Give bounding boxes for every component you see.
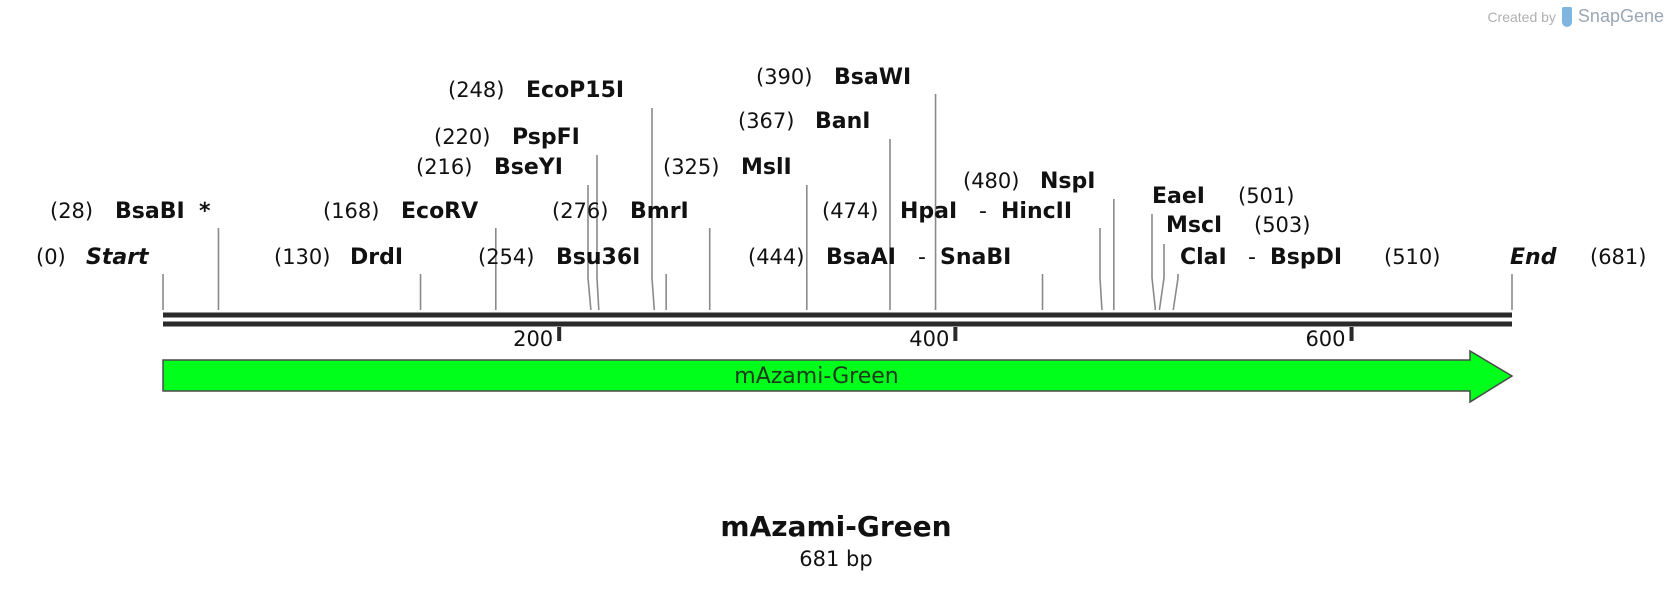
snapgene-brand: SnapGene <box>1577 6 1664 26</box>
site-position: (28) <box>50 199 93 223</box>
site-enzyme-name[interactable]: Bsu36I <box>556 245 640 270</box>
site-leader-line <box>596 155 600 311</box>
site-enzyme-name[interactable]: HpaI <box>900 199 957 224</box>
site-separator: - <box>979 199 987 224</box>
site-enzyme-name[interactable]: MscI <box>1166 213 1222 238</box>
site-enzyme-name[interactable]: Start <box>86 245 150 270</box>
site-position: (276) <box>552 199 608 223</box>
site-separator: - <box>1248 245 1256 270</box>
site-enzyme-name[interactable]: End <box>1510 245 1557 270</box>
site-position: (444) <box>748 245 804 269</box>
snapgene-logo-icon <box>1561 6 1572 27</box>
site-position: (325) <box>663 155 719 179</box>
site-position: (480) <box>963 169 1019 193</box>
site-position: (0) <box>36 245 66 269</box>
tick-label: 200 <box>513 327 553 351</box>
site-position: (168) <box>323 199 379 223</box>
site-enzyme-name[interactable]: BseYI <box>494 155 563 180</box>
site-enzyme-name[interactable]: BsaWI <box>834 65 911 90</box>
site-position: (390) <box>756 65 812 89</box>
site-enzyme-name[interactable]: BsaAI <box>826 245 896 270</box>
map-title: mAzami-Green <box>720 510 951 543</box>
site-enzyme-name[interactable]: ClaI <box>1180 245 1227 270</box>
site-enzyme-name-extra[interactable]: BspDI <box>1270 245 1342 270</box>
site-position: (510) <box>1384 245 1440 269</box>
sequence-backbone <box>163 312 1512 327</box>
site-enzyme-name-extra[interactable]: HincII <box>1001 199 1072 224</box>
site-leader-line <box>1172 274 1179 311</box>
site-enzyme-name[interactable]: EaeI <box>1152 184 1205 209</box>
site-leader-line <box>587 185 592 311</box>
site-enzyme-name[interactable]: BmrI <box>630 199 689 224</box>
site-leader-lines <box>162 94 1513 311</box>
site-enzyme-name[interactable]: NspI <box>1040 169 1095 194</box>
map-subtitle: 681 bp <box>799 547 872 571</box>
site-leader-line <box>1158 244 1165 311</box>
snapgene-credit: Created by SnapGene <box>1487 6 1664 27</box>
feature-arrow-group[interactable]: mAzami-Green <box>162 349 1514 404</box>
site-labels: (0) Start (28) BsaBI * (130) DrdI (168) EcoRV (21… <box>36 65 1646 270</box>
site-enzyme-name[interactable]: EcoRV <box>401 199 478 224</box>
site-enzyme-name[interactable]: PspFI <box>512 125 580 150</box>
site-position: (254) <box>478 245 534 269</box>
site-leader-line <box>1151 214 1157 311</box>
feature-label: mAzami-Green <box>734 364 898 389</box>
site-position: (503) <box>1254 213 1310 237</box>
site-position: (474) <box>822 199 878 223</box>
site-leader-line <box>1099 228 1103 311</box>
site-enzyme-name[interactable]: MslI <box>741 155 792 180</box>
site-position: (220) <box>434 125 490 149</box>
site-position: (248) <box>448 78 504 102</box>
site-enzyme-name[interactable]: EcoP15I <box>526 78 624 103</box>
site-leader-line <box>651 108 656 311</box>
scale-ticks: 200 400 600 <box>513 327 1354 351</box>
site-position: (681) <box>1590 245 1646 269</box>
created-by-text: Created by <box>1487 8 1556 25</box>
site-suffix-mark: * <box>199 199 211 224</box>
tick-label: 400 <box>909 327 949 351</box>
site-position: (501) <box>1238 184 1294 208</box>
site-position: (216) <box>416 155 472 179</box>
site-enzyme-name[interactable]: BsaBI <box>115 199 185 224</box>
feature-arrow[interactable] <box>162 349 1514 404</box>
site-enzyme-name-extra[interactable]: SnaBI <box>940 245 1011 270</box>
site-enzyme-name[interactable]: BanI <box>815 109 870 134</box>
site-position: (367) <box>738 109 794 133</box>
site-separator: - <box>918 245 926 270</box>
tick-label: 600 <box>1305 327 1345 351</box>
site-position: (130) <box>274 245 330 269</box>
site-enzyme-name[interactable]: DrdI <box>350 245 403 270</box>
